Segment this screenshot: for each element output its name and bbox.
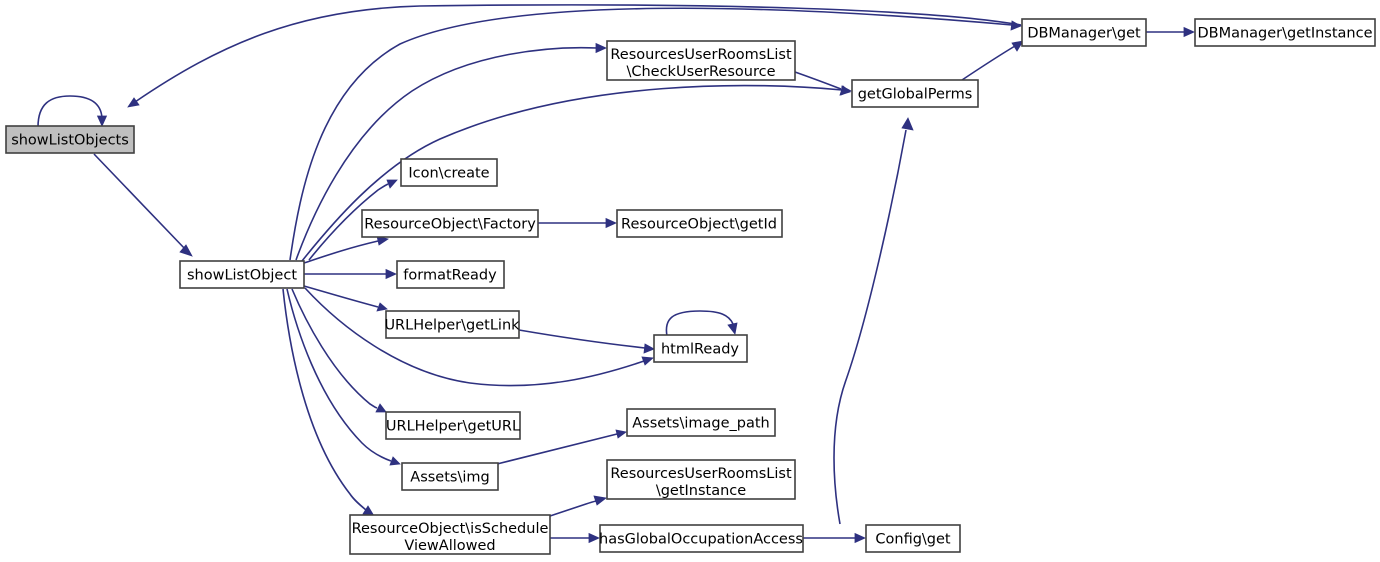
edge-hasglobaloccupation-to-getglobalperms [833,117,914,525]
node-DBManager-getInstance[interactable]: DBManager\getInstance [1194,18,1376,47]
node-layer: showListObjects showListObject Resources… [5,18,1376,555]
edge-dbmanagerget-to-getinstance [1146,26,1195,38]
node-hasGlobalOccupationAccess[interactable]: hasGlobalOccupationAccess [599,524,804,553]
edge-showlistobject-to-assetsimg [286,288,401,466]
node-Config-get[interactable]: Config\get [865,524,961,553]
edge-isscheduleview-to-hasglobaloccupation [550,532,600,544]
node-ResourceObject-Factory[interactable]: ResourceObject\Factory [361,209,539,238]
edge-showlistobject-to-dbmanagerget [289,7,1022,261]
edge-getglobalperms-to-dbmanagerget [961,40,1024,81]
edge-isscheduleview-to-roomsgetinstance [549,495,607,517]
node-URLHelper-getLink[interactable]: URLHelper\getLink [384,310,520,339]
edge-showlistobject-to-urlhelpergeturl [291,288,387,413]
edge-checkuserresource-to-getglobalperms [794,71,851,96]
edge-layer [37,4,1195,544]
node-ResourceObject-getId[interactable]: ResourceObject\getId [616,209,783,238]
node-Icon-create[interactable]: Icon\create [400,158,498,187]
node-formatReady[interactable]: formatReady [396,260,505,289]
node-DBManager-get[interactable]: DBManager\get [1021,18,1147,47]
edge-showlistobject-to-iconcreate [308,179,398,261]
node-URLHelper-getURL[interactable]: URLHelper\getURL [385,411,521,440]
node-ResourcesUserRoomsList-getInstance[interactable]: ResourcesUserRoomsList \getInstance [606,459,796,500]
edge-urlhelpergetlink-to-htmlready [518,329,655,354]
edge-showlistobject-to-formatready [304,268,397,280]
node-htmlReady[interactable]: htmlReady [653,334,748,363]
node-ResourcesUserRoomsList-CheckUserResource[interactable]: ResourcesUserRoomsList \CheckUserResourc… [606,40,796,81]
edge-resourcefactory-to-resourcegetid [538,217,617,229]
edge-showlistobject-to-htmlready [304,287,654,387]
edge-hasglobaloccupation-to-configget [803,532,866,544]
node-ResourceObject-isScheduleViewAllowed[interactable]: ResourceObject\isSchedule ViewAllowed [349,514,551,555]
edge-showlistobject-to-checkuserresource [295,42,607,261]
node-showListObject[interactable]: showListObject [179,260,305,289]
edge-showlistobject-to-urlhelpergetlink [303,285,388,312]
node-Assets-image_path[interactable]: Assets\image_path [626,408,776,437]
edge-showlistobjects-self [37,95,108,128]
edge-assetsimg-to-assetsimagepath [496,429,627,465]
node-Assets-img[interactable]: Assets\img [401,462,499,491]
edge-showlistobjects-to-showlistobject [93,153,193,257]
edge-htmlready-self [665,310,738,337]
node-showListObjects[interactable]: showListObjects [5,125,135,154]
edge-dbmanagerget-to-showlistobjects [127,4,1022,108]
node-getGlobalPerms[interactable]: getGlobalPerms [851,79,979,108]
